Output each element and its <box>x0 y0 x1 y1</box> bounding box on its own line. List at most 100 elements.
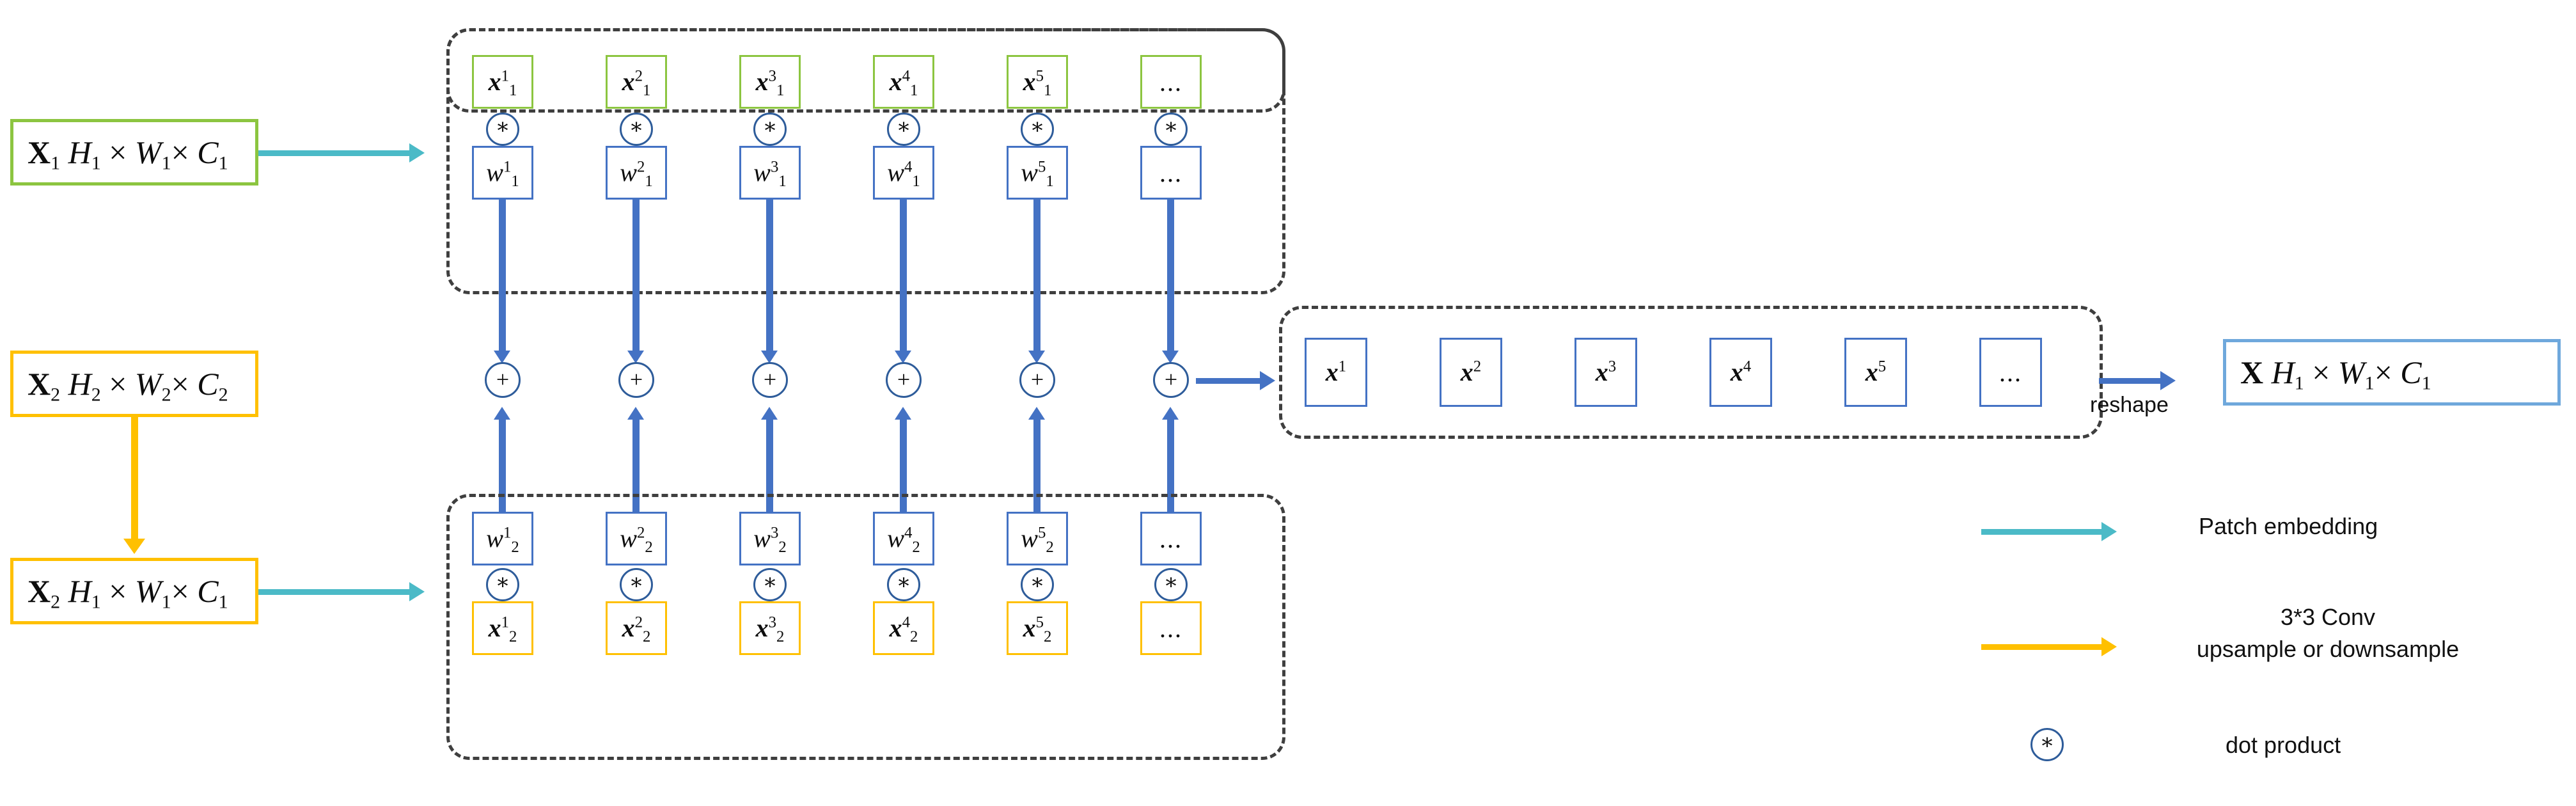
token-label: x22 <box>622 613 651 645</box>
legend-label-conv-line1: 3*3 Conv <box>2280 604 2376 630</box>
connector-down-head <box>1028 351 1045 363</box>
branch1-token-cell-ellipsis: ... <box>1140 55 1202 109</box>
token-label: x51 <box>1023 67 1052 99</box>
patch-embedding-arrow-bottom <box>258 582 425 601</box>
arrow-stem <box>258 589 409 595</box>
token-label: x5 <box>1865 358 1887 386</box>
connector-up-head <box>1028 407 1045 420</box>
output-token-cell: x3 <box>1575 338 1637 407</box>
dot-product-icon: ∗ <box>753 113 787 146</box>
token-label: x41 <box>889 67 918 99</box>
branch1-weight-cell: w21 <box>606 146 667 200</box>
branch2-token-cell: x42 <box>873 601 934 655</box>
dot-product-icon: ∗ <box>1154 568 1188 601</box>
connector-up <box>900 420 907 513</box>
output-token-cell: x4 <box>1709 338 1772 407</box>
connector-down <box>632 200 640 354</box>
token-label: x12 <box>488 613 517 645</box>
output-token-group <box>1279 306 2103 439</box>
token-label: x52 <box>1023 613 1052 645</box>
patch-embedding-arrow-top <box>258 143 425 162</box>
dot-product-icon: ∗ <box>753 568 787 601</box>
legend-label-patch-embedding: Patch embedding <box>2199 513 2378 539</box>
output-token-cell-ellipsis: ... <box>1979 338 2042 407</box>
dot-product-icon: ∗ <box>887 568 920 601</box>
connector-down <box>766 200 773 354</box>
ellipsis-label: ... <box>1159 158 1182 187</box>
branch2-weight-cell: w52 <box>1007 512 1068 565</box>
branch2-weight-cell-ellipsis: ... <box>1140 512 1202 565</box>
arrow-stem <box>131 417 138 542</box>
legend-label-dot-product: dot product <box>2226 732 2341 758</box>
branch2-token-cell: x22 <box>606 601 667 655</box>
output-token-cell: x1 <box>1305 338 1367 407</box>
input-box-x1: X1 H1 × W1× C1 <box>10 119 258 186</box>
branch2-weight-cell: w32 <box>739 512 801 565</box>
branch1-token-cell: x11 <box>472 55 533 109</box>
weight-label: w51 <box>1021 158 1054 190</box>
connector-down-head <box>627 351 644 363</box>
weight-label: w21 <box>620 158 653 190</box>
token-label: x1 <box>1325 358 1347 386</box>
arrow-head <box>409 143 425 162</box>
reshape-label: reshape <box>2090 393 2169 417</box>
ellipsis-label: ... <box>1159 524 1182 553</box>
branch1-token-cell: x21 <box>606 55 667 109</box>
input-box-x2-resampled-label: X2 H1 × W1× C1 <box>27 573 228 613</box>
output-shape-box: X H1 × W1× C1 <box>2223 339 2561 406</box>
ellipsis-label: ... <box>1159 613 1182 643</box>
arrow-stem <box>1981 528 2101 535</box>
branch2-token-cell: x12 <box>472 601 533 655</box>
connector-up-head <box>627 407 644 420</box>
input-box-x2-native-label: X2 H2 × W2× C2 <box>27 366 228 406</box>
arrow-head <box>2160 371 2176 390</box>
conv-resample-arrow <box>122 417 147 558</box>
weight-label: w22 <box>620 524 653 556</box>
token-label: x21 <box>622 67 651 99</box>
arrow-stem <box>1196 377 1260 384</box>
connector-down-head <box>494 351 510 363</box>
weight-label: w42 <box>887 524 920 556</box>
token-label: x3 <box>1595 358 1617 386</box>
output-shape-label: X H1 × W1× C1 <box>2240 354 2431 394</box>
dot-product-icon: ∗ <box>620 568 653 601</box>
branch1-token-cell: x51 <box>1007 55 1068 109</box>
dot-product-icon: ∗ <box>1021 113 1054 146</box>
branch2-token-cell-ellipsis: ... <box>1140 601 1202 655</box>
ellipsis-label: ... <box>1999 358 2022 387</box>
token-label: x42 <box>889 613 918 645</box>
sum-icon: + <box>485 362 521 398</box>
dot-product-icon: ∗ <box>620 113 653 146</box>
branch1-weight-cell: w11 <box>472 146 533 200</box>
arrow-stem <box>2099 377 2160 384</box>
weight-label: w41 <box>887 158 920 190</box>
token-label: x2 <box>1460 358 1482 386</box>
connector-up <box>1167 420 1174 513</box>
connector-up <box>632 420 640 513</box>
sum-icon: + <box>618 362 654 398</box>
fusion-to-output-arrow <box>1196 371 1276 390</box>
branch-1-group-body <box>446 28 1285 294</box>
connector-up <box>499 420 506 513</box>
branch1-weight-cell: w51 <box>1007 146 1068 200</box>
branch2-weight-cell: w22 <box>606 512 667 565</box>
dot-product-icon: ∗ <box>486 113 519 146</box>
branch-2-group <box>446 494 1285 760</box>
weight-label: w52 <box>1021 524 1054 556</box>
arrow-stem <box>258 150 409 156</box>
sum-icon: + <box>1153 362 1189 398</box>
output-token-cell: x2 <box>1440 338 1502 407</box>
sum-icon: + <box>752 362 788 398</box>
weight-label: w12 <box>486 524 519 556</box>
dot-product-icon: ∗ <box>887 113 920 146</box>
weight-label: w11 <box>486 158 519 190</box>
weight-label: w32 <box>753 524 787 556</box>
weight-label: w31 <box>753 158 787 190</box>
arrow-head <box>1260 371 1275 390</box>
branch1-weight-cell-ellipsis: ... <box>1140 146 1202 200</box>
connector-down <box>1033 200 1041 354</box>
branch2-token-cell: x32 <box>739 601 801 655</box>
connector-down <box>900 200 907 354</box>
arrow-head <box>2101 522 2117 541</box>
